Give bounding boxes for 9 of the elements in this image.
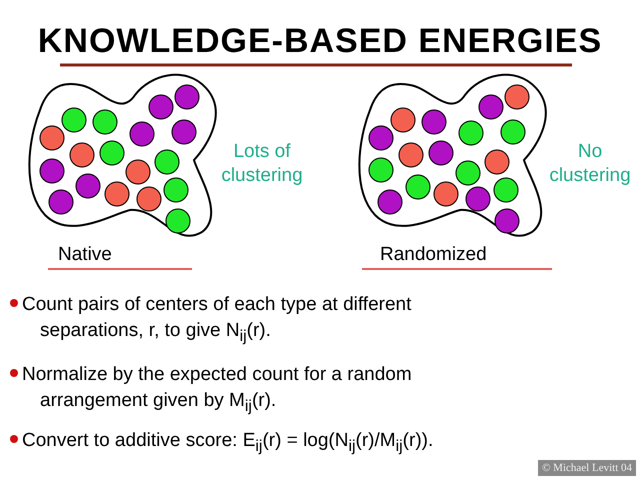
bullet-text: Normalize by the expected count for a random arrangement given by M$_{ij}$(r). — [22, 363, 413, 417]
bullet-text: Convert to additive score: E$_{ij}$(r) = log(N$_{ij}$(r)/M$_{ij}$(r)). — [22, 429, 434, 457]
bullet-text: Count pairs of centers of each type at different separations, r, to give N$_{ij}$(r). — [22, 293, 412, 347]
title: KNOWLEDGE-BASED ENERGIES — [36, 22, 604, 61]
annotation-text: Lots of clustering — [220, 140, 304, 188]
annotation-text: No clustering — [548, 140, 632, 188]
copyright-note: © Michael Levitt 04 — [538, 460, 636, 476]
panel-caption: Native — [58, 244, 112, 266]
panel-caption: Randomized — [380, 244, 487, 266]
